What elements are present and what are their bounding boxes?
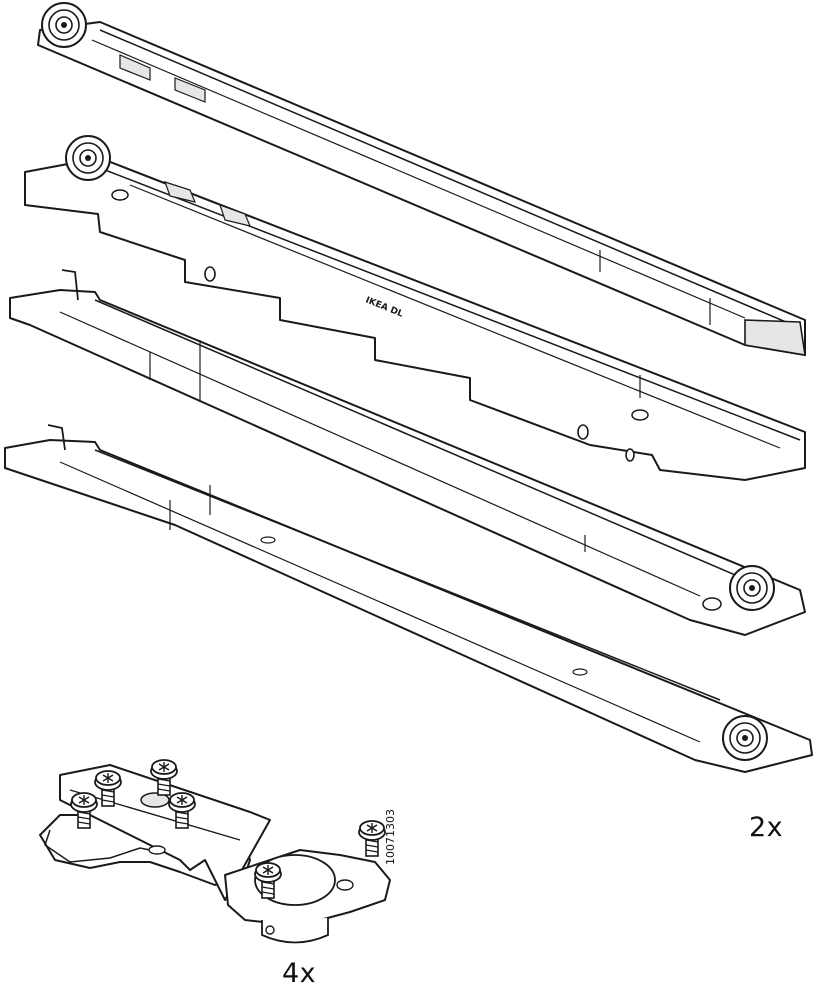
roller-wheel-icon bbox=[66, 136, 110, 180]
rail-quantity-label: 2x bbox=[749, 812, 783, 843]
hinge-bracket-icon bbox=[40, 765, 390, 943]
article-number: 10071303 bbox=[384, 809, 397, 865]
roller-wheel-icon bbox=[42, 3, 86, 47]
screw-icon bbox=[359, 821, 385, 856]
roller-wheel-icon bbox=[730, 566, 774, 610]
roller-wheel-icon bbox=[723, 716, 767, 760]
hinge-quantity-label: 4x bbox=[282, 958, 316, 989]
